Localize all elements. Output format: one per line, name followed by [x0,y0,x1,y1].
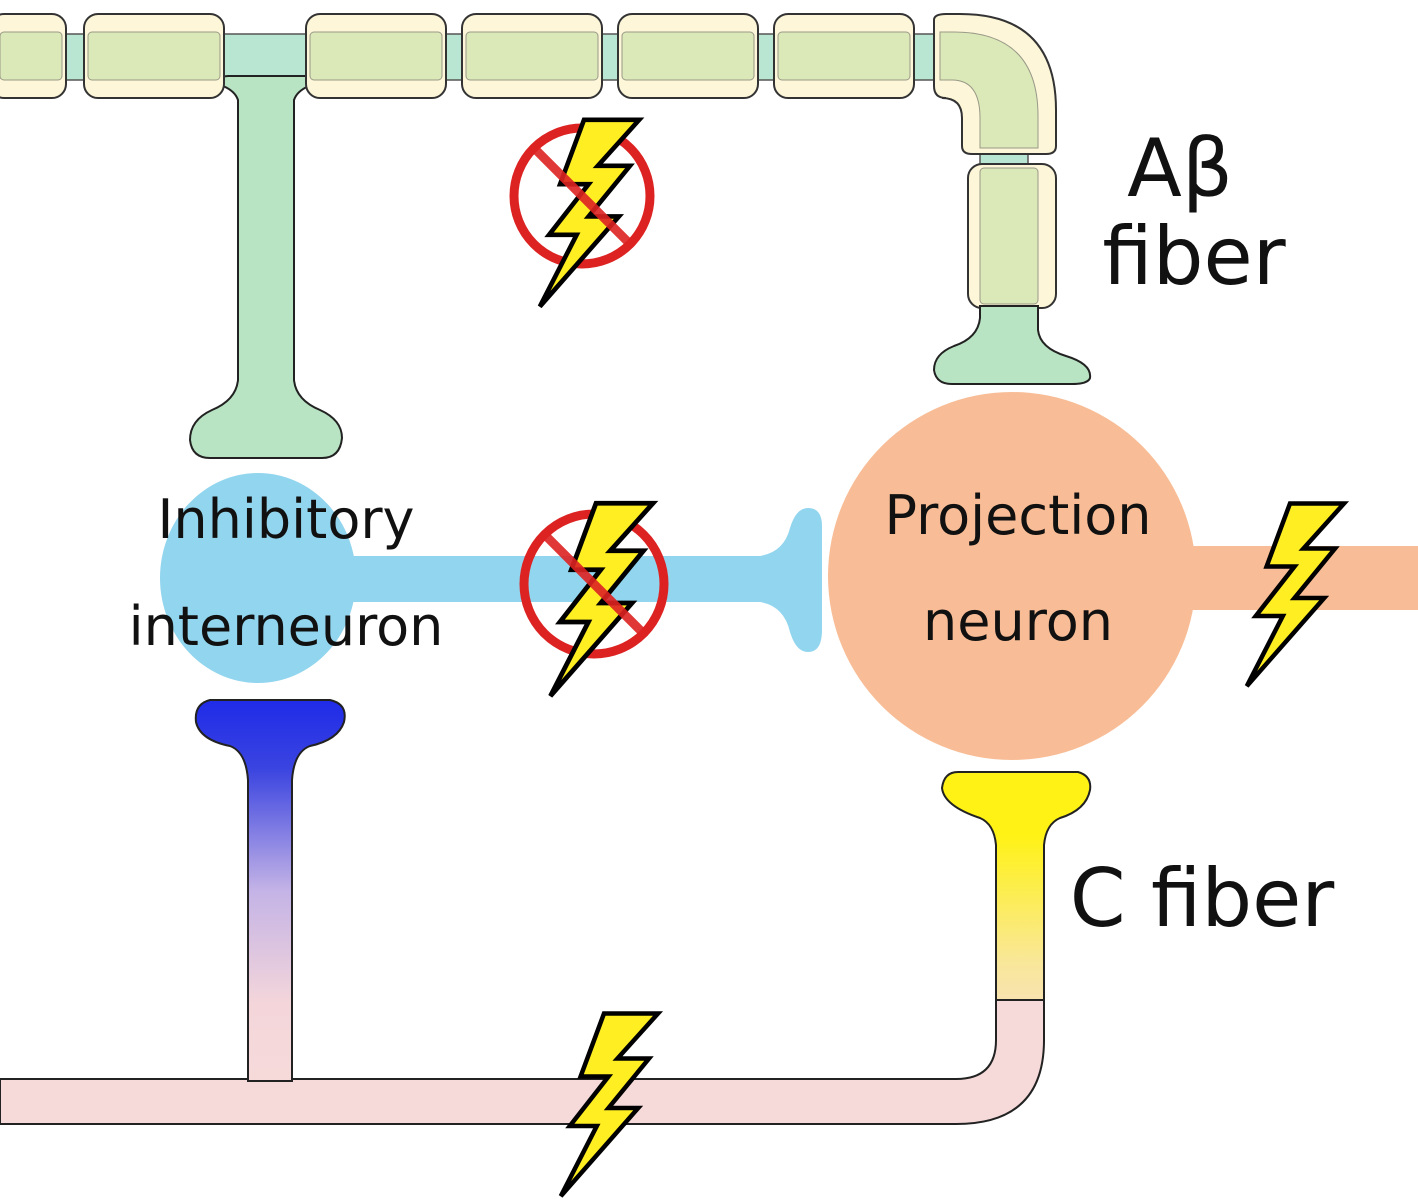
inhibitory-label-line2: interneuron [129,595,444,658]
c-fiber-label: C fiber [1070,852,1335,945]
inhibitory-label-line1: Inhibitory [157,488,414,551]
projection-neuron [828,392,1418,760]
projection-soma [828,392,1196,760]
interneuron-soma [160,473,356,683]
no-signal-icon [519,503,669,696]
inhibitory-terminal [194,699,346,1082]
no-signal-icon [509,120,655,307]
myelin-axon [0,31,1039,305]
abeta-fiber [0,13,1092,459]
abeta-label-line2: fiber [1102,210,1285,303]
inhibitory-interneuron [160,473,822,683]
abeta-collateral [188,75,344,459]
abeta-terminal [932,305,1092,385]
c-fiber-axon [0,999,1045,1125]
projection-label-line1: Projection [884,484,1151,547]
interneuron-axon [300,508,822,652]
projection-label-line2: neuron [923,590,1113,653]
c-fiber [0,771,1092,1125]
abeta-label-line1: Aβ [1127,122,1233,215]
